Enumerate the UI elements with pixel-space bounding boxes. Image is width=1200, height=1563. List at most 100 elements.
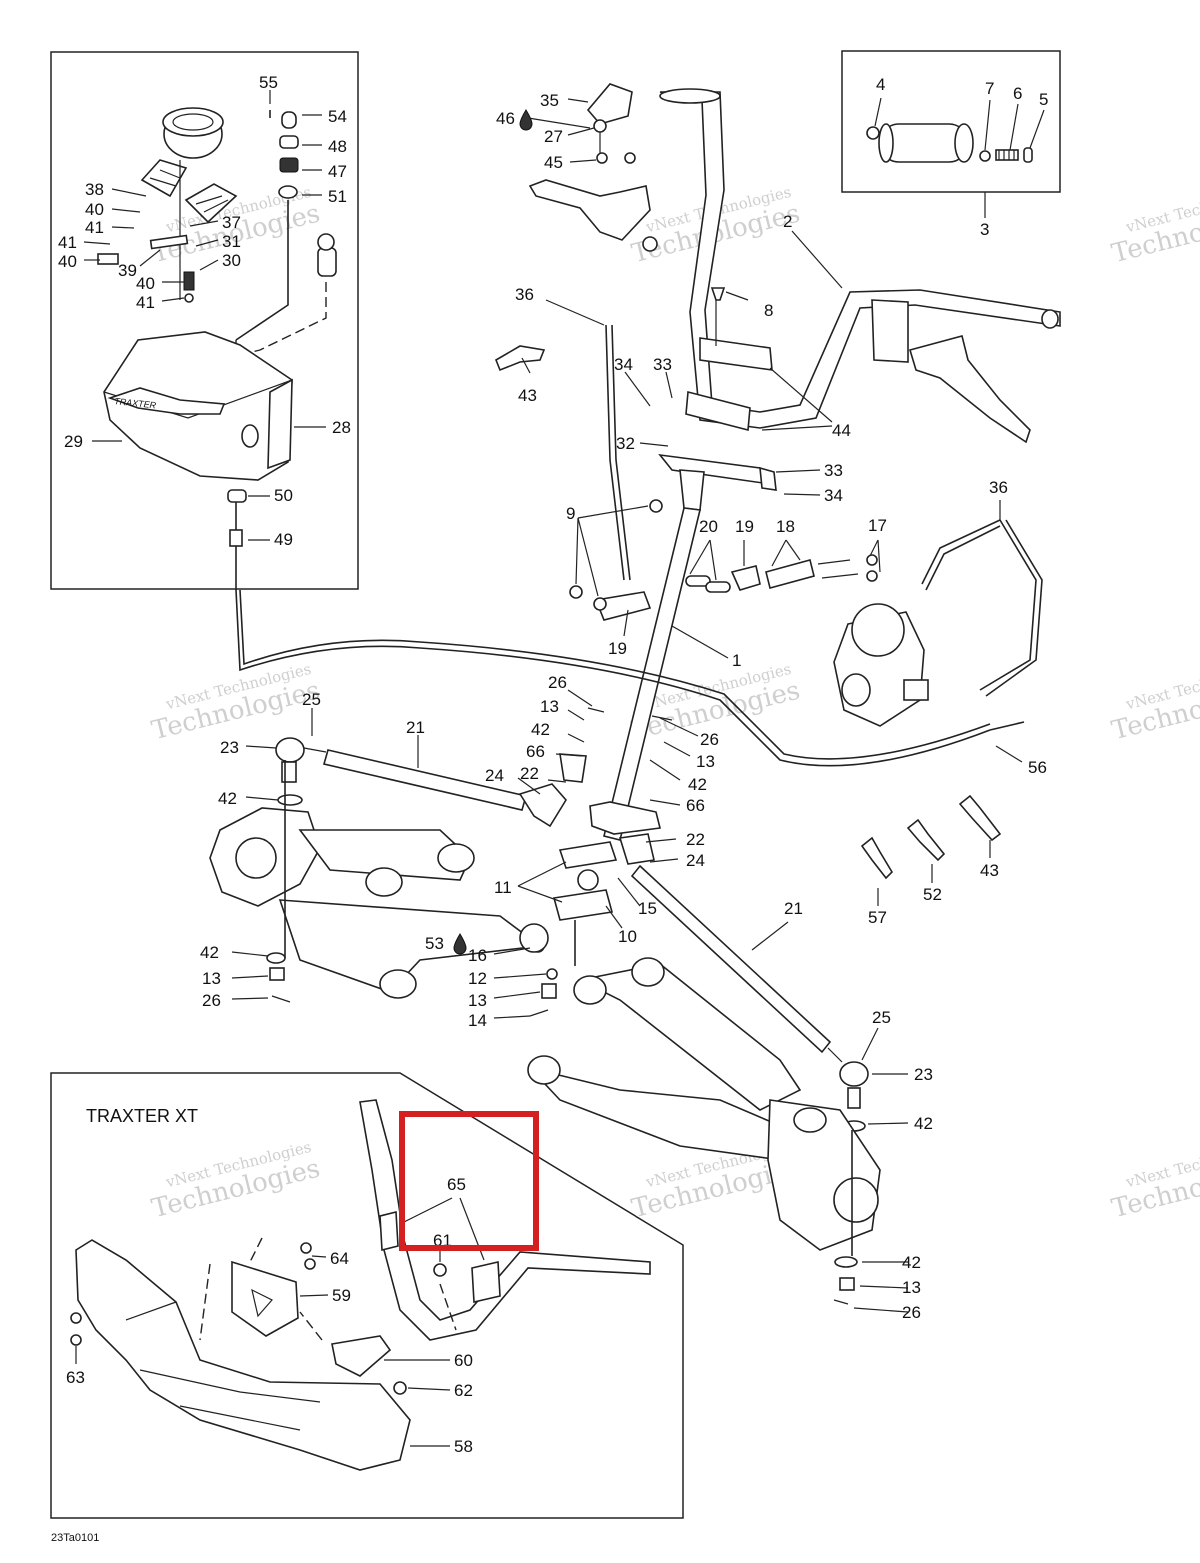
- callout-label: 27: [544, 127, 563, 146]
- watermark: vNext Technologies Technologies: [149, 1138, 323, 1224]
- callout-label: 41: [136, 293, 155, 312]
- callout-label: 17: [868, 516, 887, 535]
- callout-label: 34: [824, 486, 843, 505]
- callout-label: 13: [468, 991, 487, 1010]
- callout-label: 15: [638, 899, 657, 918]
- watermark: vNext Technologies Technologies: [1109, 183, 1200, 269]
- callout-label: 46: [496, 109, 515, 128]
- callout-label: 9: [566, 504, 575, 523]
- callout-label: 11: [494, 878, 512, 897]
- callout-label: 3: [980, 220, 989, 239]
- callout-label: 28: [332, 418, 351, 437]
- right-lever: [908, 335, 1031, 444]
- callout-label: 43: [518, 386, 537, 405]
- pitman-arm: [589, 801, 661, 835]
- callout-label: 23: [220, 738, 239, 757]
- bracket-59: [231, 1260, 299, 1337]
- callout-label: 59: [332, 1286, 351, 1305]
- callout-label: 13: [696, 752, 715, 771]
- watermark: vNext Technologies Technologies: [1109, 1138, 1200, 1224]
- tie-rod-lower-21: [630, 864, 832, 1054]
- column-plate-32: [658, 453, 772, 486]
- throttle-lever-left: [140, 159, 188, 198]
- callout-label: 36: [515, 285, 534, 304]
- callout-label: 20: [699, 517, 718, 536]
- callout-label: 58: [454, 1437, 473, 1456]
- callout-label: 55: [259, 73, 278, 92]
- grommet-50: [227, 489, 247, 503]
- callout-label: 49: [274, 530, 293, 549]
- handlebar-tube: [659, 91, 1061, 429]
- traxter-xt-fairing: [70, 1099, 651, 1471]
- watermark: vNext Technologies Technologies: [1109, 660, 1200, 746]
- callout-label: 42: [218, 789, 237, 808]
- callout-label: 22: [520, 764, 539, 783]
- steering-column: [235, 324, 1043, 841]
- bracket-60: [331, 1335, 392, 1377]
- lower-a-arm-left: [278, 899, 543, 993]
- callout-label: 6: [1013, 84, 1022, 103]
- callout-label: 7: [985, 79, 994, 98]
- callout-label: 26: [700, 730, 719, 749]
- callout-label: 39: [118, 261, 137, 280]
- drop-icon: [453, 933, 467, 955]
- drawing-code: 23Ta0101: [51, 1532, 99, 1544]
- callout-label: 21: [784, 899, 803, 918]
- callout-label: 42: [914, 1114, 933, 1133]
- callout-label: 66: [686, 796, 705, 815]
- bracket-19: [594, 591, 652, 621]
- throttle-lever-right: [184, 183, 238, 224]
- callout-label: 19: [608, 639, 627, 658]
- callout-label: 10: [618, 927, 637, 946]
- callout-label: 24: [485, 766, 504, 785]
- callout-label: 26: [548, 673, 567, 692]
- callout-label: 62: [454, 1381, 473, 1400]
- tie-52: [906, 818, 946, 862]
- callout-label: 26: [902, 1303, 921, 1322]
- link-18: [765, 559, 815, 589]
- callout-label: 56: [1028, 758, 1047, 777]
- callout-label: 51: [328, 187, 347, 206]
- callout-label: 34: [614, 355, 633, 374]
- callout-label: 45: [544, 153, 563, 172]
- grip-assembly: [866, 123, 1033, 163]
- callout-label: 26: [202, 991, 221, 1010]
- callout-label: 38: [85, 180, 104, 199]
- cap-54: [281, 111, 297, 129]
- left-lever-assembly: [528, 179, 651, 241]
- callout-label: 42: [688, 775, 707, 794]
- callout-label: 16: [468, 946, 487, 965]
- callout-label: 42: [531, 720, 550, 739]
- watermark: vNext Technologies Technologies: [149, 660, 323, 746]
- callout-label: 36: [989, 478, 1008, 497]
- clamp-43: [495, 345, 546, 372]
- inset-title: TRAXTER XT: [86, 1106, 198, 1126]
- callout-label: 33: [824, 461, 843, 480]
- callout-label: 14: [468, 1011, 487, 1030]
- callout-label: 40: [85, 200, 104, 219]
- callout-label: 44: [832, 421, 851, 440]
- callout-label: 42: [902, 1253, 921, 1272]
- callout-label: 29: [64, 432, 83, 451]
- inset-throttle-box: [50, 51, 359, 590]
- bushing-48: [279, 135, 299, 149]
- callout-labels: 55 54 48 47 51 38 40 41 41 40 37 31 30 3…: [58, 73, 1048, 1456]
- callout-label: 64: [330, 1249, 349, 1268]
- callout-label: 54: [328, 107, 347, 126]
- callout-label: 47: [328, 162, 347, 181]
- clamp-upper-44: [699, 337, 773, 371]
- mirror-35: [586, 83, 633, 125]
- callout-label: 12: [468, 969, 487, 988]
- callout-label: 2: [783, 212, 792, 231]
- bearing-plate-10: [558, 841, 618, 869]
- callout-label: 60: [454, 1351, 473, 1370]
- callout-label: 42: [200, 943, 219, 962]
- callout-label: 41: [85, 218, 104, 237]
- callout-label: 63: [66, 1368, 85, 1387]
- nut-47: [279, 157, 299, 173]
- callout-label: 40: [58, 252, 77, 271]
- inset-grip-box: [841, 50, 1061, 193]
- callout-label: 48: [328, 137, 347, 156]
